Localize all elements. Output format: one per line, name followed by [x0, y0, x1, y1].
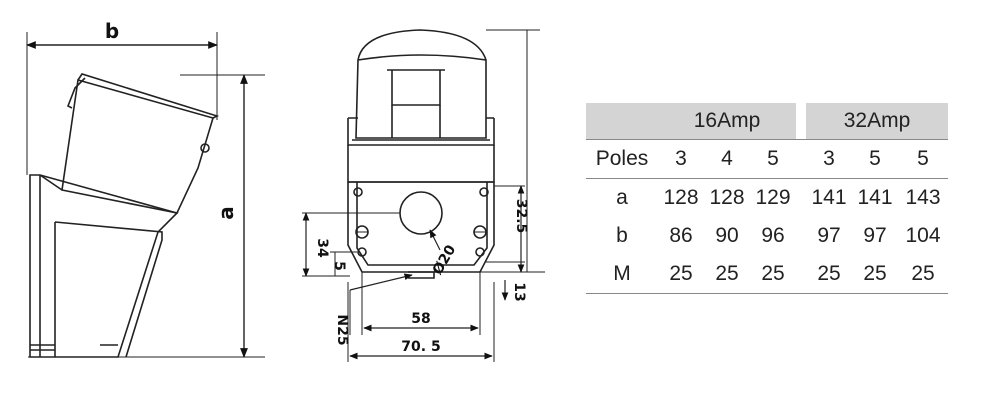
side-lid-hinge [200, 143, 210, 153]
table-row: b 86 90 96 97 97 104 [616, 224, 941, 247]
side-dim-b: b [105, 19, 119, 43]
side-body [29, 174, 179, 358]
front-lid [355, 29, 487, 139]
front-dimensions [302, 29, 545, 362]
table-row: a 128 128 129 141 141 143 [616, 186, 941, 209]
dim-32-5: 32.5 [513, 199, 529, 234]
dim-34: 34 [314, 238, 330, 258]
dim-5: 5 [331, 261, 347, 271]
front-body [347, 145, 495, 183]
label-n25: N25 [334, 314, 350, 345]
dim-58: 58 [411, 311, 430, 327]
dim-13: 13 [511, 282, 527, 301]
spec-table-header: 16Amp 32Amp [586, 103, 948, 140]
side-dim-a: a [214, 206, 238, 220]
table-row: M 25 25 25 25 25 25 [586, 255, 948, 294]
side-lid [61, 78, 215, 214]
front-view [347, 29, 495, 279]
cable-entry-circle [399, 191, 443, 235]
spec-table: 16Amp 32Amp Poles 3 4 5 3 5 5 a 128 128 … [586, 103, 948, 294]
group-32amp: 32Amp [806, 103, 948, 140]
side-view [26, 32, 265, 358]
table-row: Poles 3 4 5 3 5 5 [586, 139, 948, 179]
group-16amp: 16Amp [658, 103, 796, 140]
dim-70-5: 70. 5 [401, 339, 440, 355]
